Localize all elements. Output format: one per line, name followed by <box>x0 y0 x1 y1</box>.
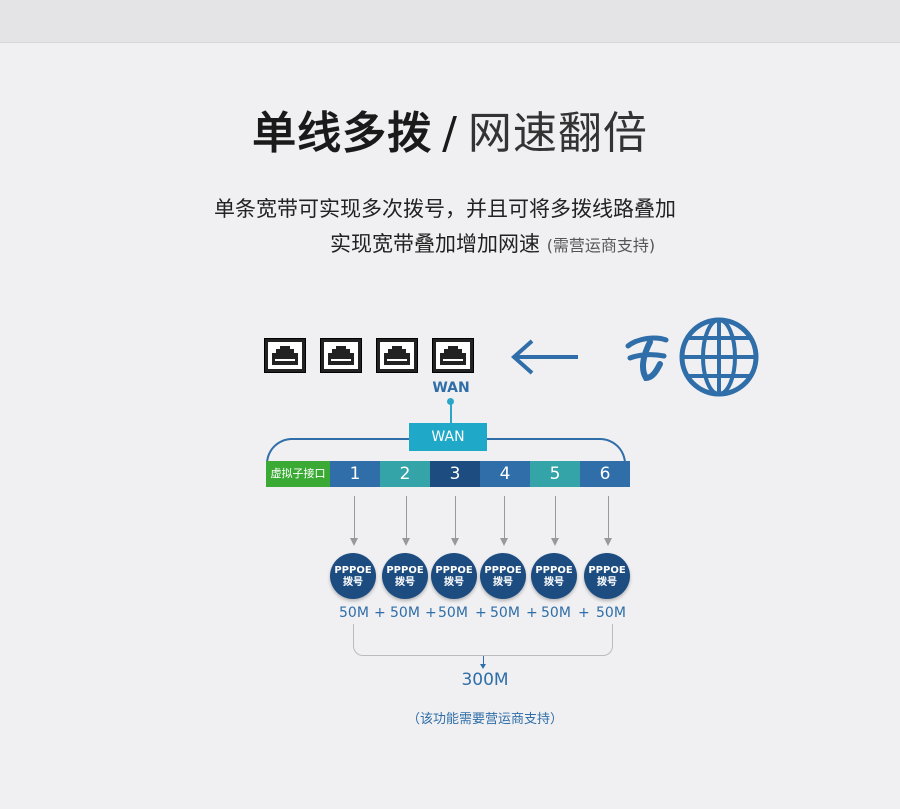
interface-segment-1: 1 <box>330 461 380 487</box>
total-bandwidth: 300M <box>461 670 509 690</box>
pppoe-label: PPPOE <box>435 565 473 576</box>
ethernet-port-icon <box>264 338 306 373</box>
sum-arrow-head <box>480 664 486 669</box>
description-line-1: 单条宽带可实现多次拨号，并且可将多拨线路叠加 <box>214 197 676 221</box>
dial-label: 拨号 <box>597 577 617 588</box>
interface-segment-2: 2 <box>380 461 430 487</box>
interface-segment-3: 3 <box>430 461 480 487</box>
down-arrow-line <box>354 496 355 540</box>
wan-port-icon <box>432 338 474 373</box>
interface-segment-4: 4 <box>480 461 530 487</box>
down-arrow-line <box>555 496 556 540</box>
pppoe-label: PPPOE <box>588 565 626 576</box>
sum-bracket <box>353 624 613 656</box>
interface-segment-5: 5 <box>530 461 580 487</box>
dial-label: 拨号 <box>343 577 363 588</box>
title-light: 网速翻倍 <box>467 108 648 159</box>
down-arrow-head <box>500 538 508 546</box>
dial-label: 拨号 <box>444 577 464 588</box>
ethernet-port-icon <box>376 338 418 373</box>
ethernet-port-icon <box>320 338 362 373</box>
bandwidth-label: 50M <box>541 605 571 621</box>
wan-port-label: WAN <box>432 380 470 396</box>
pppoe-dialer-3: PPPOE 拨号 <box>431 553 477 599</box>
down-arrow-line <box>406 496 407 540</box>
bandwidth-label: 50M <box>390 605 420 621</box>
virtual-port-label: 虚拟子接口 <box>266 461 330 487</box>
pppoe-label: PPPOE <box>386 565 424 576</box>
pppoe-label: PPPOE <box>334 565 372 576</box>
bandwidth-label: 50M <box>490 605 520 621</box>
down-arrow-head <box>551 538 559 546</box>
top-bar <box>0 0 900 43</box>
plus-sign: + <box>578 605 590 621</box>
down-arrow-head <box>350 538 358 546</box>
pppoe-dialer-6: PPPOE 拨号 <box>584 553 630 599</box>
plus-sign: + <box>374 605 386 621</box>
description-note: (需营运商支持) <box>546 236 656 255</box>
bandwidth-label: 50M <box>438 605 468 621</box>
plus-sign: + <box>475 605 487 621</box>
title-separator: / <box>442 108 458 159</box>
sum-arrow-line <box>483 656 484 665</box>
down-arrow-line <box>455 496 456 540</box>
pppoe-label: PPPOE <box>484 565 522 576</box>
arrow-left-icon <box>510 339 578 375</box>
dial-label: 拨号 <box>544 577 564 588</box>
plus-sign: + <box>526 605 538 621</box>
bandwidth-label: 50M <box>339 605 369 621</box>
description-line-2-text: 实现宽带叠加增加网速 <box>330 232 540 256</box>
down-arrow-line <box>504 496 505 540</box>
dial-label: 拨号 <box>395 577 415 588</box>
title-bold: 单线多拨 <box>252 108 433 159</box>
description-line-2: 实现宽带叠加增加网速 (需营运商支持) <box>330 228 890 262</box>
interface-segment-6: 6 <box>580 461 630 487</box>
wan-connector-line <box>450 399 452 423</box>
pppoe-dialer-5: PPPOE 拨号 <box>531 553 577 599</box>
globe-icon <box>679 317 759 397</box>
dial-label: 拨号 <box>493 577 513 588</box>
china-telecom-logo-icon <box>625 335 669 382</box>
pppoe-label: PPPOE <box>535 565 573 576</box>
wan-box: WAN <box>409 423 487 451</box>
page-title: 单线多拨/网速翻倍 <box>0 106 900 162</box>
down-arrow-line <box>608 496 609 540</box>
virtual-interface-bar: 虚拟子接口 1 2 3 4 5 6 <box>266 461 630 487</box>
pppoe-dialer-1: PPPOE 拨号 <box>330 553 376 599</box>
down-arrow-head <box>402 538 410 546</box>
down-arrow-head <box>451 538 459 546</box>
footnote: （该功能需要营运商支持） <box>406 712 563 727</box>
down-arrow-head <box>604 538 612 546</box>
pppoe-dialer-2: PPPOE 拨号 <box>382 553 428 599</box>
pppoe-dialer-4: PPPOE 拨号 <box>480 553 526 599</box>
bandwidth-label: 50M <box>596 605 626 621</box>
plus-sign: + <box>425 605 437 621</box>
